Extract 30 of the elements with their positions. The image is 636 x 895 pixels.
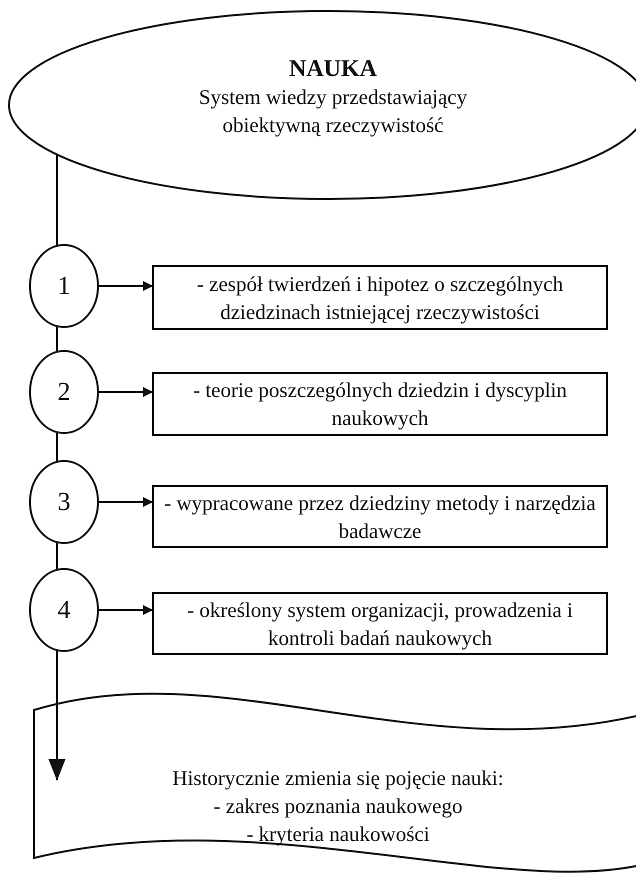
node-text: - teorie poszczególnych dziedzin i dyscyplin naukowych <box>192 377 568 432</box>
node-text: - kryteria naukowości <box>246 821 430 848</box>
title-text: NAUKA <box>289 55 377 83</box>
arrow <box>99 497 153 507</box>
process-box <box>152 265 608 330</box>
connector-line <box>56 154 58 246</box>
process-box <box>152 592 608 655</box>
process-box <box>152 485 608 548</box>
arrow <box>48 650 66 781</box>
number-circle <box>29 350 99 434</box>
arrow <box>99 605 153 615</box>
process-box <box>152 372 608 436</box>
arrow <box>99 387 153 397</box>
step-number: 4 <box>58 596 70 624</box>
connector-line <box>56 432 58 462</box>
step-number: 2 <box>58 378 70 406</box>
step-number: 1 <box>58 272 70 300</box>
node-text: Historycznie zmienia się pojęcie nauki: <box>172 765 504 792</box>
connector-line <box>56 326 58 352</box>
node-text: - wypracowane przez dziedziny metody i narzędzia badawcze <box>163 490 597 544</box>
number-circle <box>29 460 99 544</box>
step-number: 3 <box>58 488 70 516</box>
node-text: System wiedzy przedstawiający obiektywną rzeczywistość <box>198 84 468 139</box>
node-text: - zespół twierdzeń i hipotez o szczególnych dziedzinach istniejącej rzeczywistości <box>196 270 564 326</box>
number-circle <box>29 244 99 328</box>
connector-line <box>56 542 58 570</box>
number-circle <box>29 568 99 652</box>
node-text: - określony system organizacji, prowadzenia i kontroli badań naukowych <box>186 596 574 652</box>
node-text: - zakres poznania naukowego <box>214 793 462 820</box>
arrow <box>99 281 153 291</box>
